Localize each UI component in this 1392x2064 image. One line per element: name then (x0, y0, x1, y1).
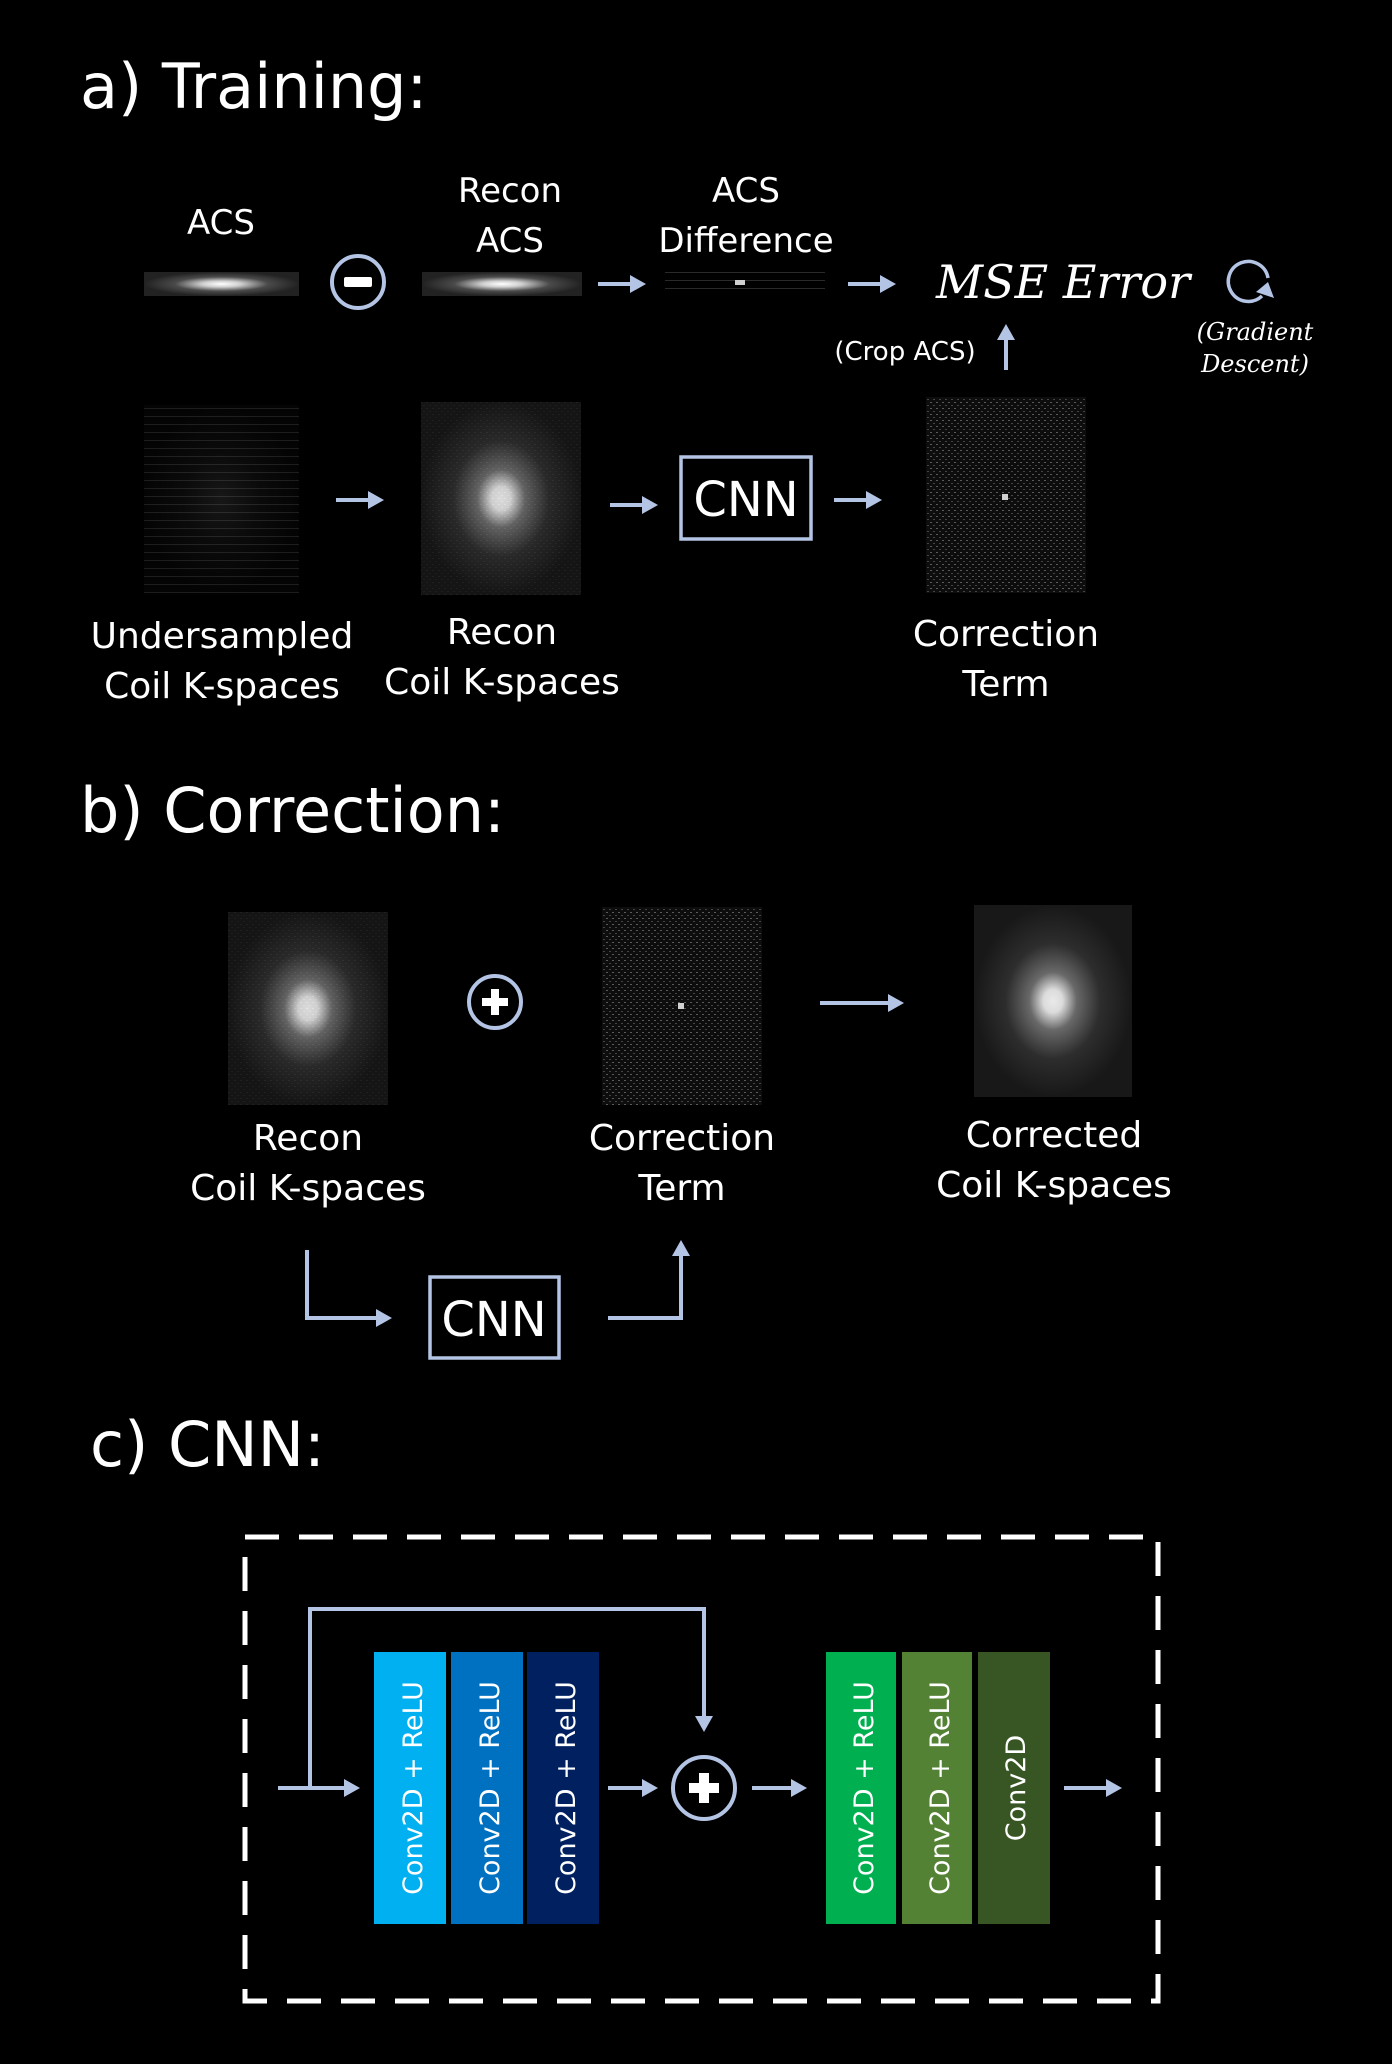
cnn-label: CNN (693, 472, 798, 528)
acs-difference-image (665, 270, 825, 296)
cnn-layer-label: Conv2D (1001, 1735, 1032, 1841)
correction-term-label-line1: Correction (913, 614, 1099, 655)
cnn-layer: Conv2D + ReLU (451, 1652, 523, 1924)
corrected-label-line1: Corrected (966, 1115, 1142, 1156)
acs-difference-label-line1: ACS (712, 171, 780, 211)
recon-kspace-image (421, 402, 581, 595)
correction-term-image (602, 907, 762, 1105)
cnn-layer-label: Conv2D + ReLU (475, 1681, 506, 1895)
crop-acs-label: (Crop ACS) (834, 337, 975, 367)
recon-label-line1: Recon (253, 1118, 363, 1159)
connector-arrow (305, 1250, 392, 1327)
arrow-icon (608, 1779, 658, 1797)
correction-term-label-line2: Term (637, 1168, 725, 1209)
plus-icon (467, 974, 523, 1030)
cnn-layer: Conv2D + ReLU (527, 1652, 599, 1924)
cnn-layer-label: Conv2D + ReLU (849, 1681, 880, 1895)
cnn-layer-label: Conv2D + ReLU (398, 1681, 429, 1895)
skip-connection-arrow (308, 1607, 713, 1788)
recon-label-line2: Coil K-spaces (384, 662, 620, 703)
correction-term-image (926, 397, 1086, 593)
corrected-kspace-image (974, 905, 1132, 1097)
cnn-dashed-frame (242, 1534, 1161, 2004)
acs-image (144, 272, 299, 296)
minus-icon (330, 254, 386, 310)
arrow-icon (752, 1779, 807, 1797)
correction-title: b) Correction: (80, 774, 505, 847)
recon-kspace-image (228, 912, 388, 1105)
corrected-label-line2: Coil K-spaces (936, 1165, 1172, 1206)
cnn-block: CNN (679, 455, 813, 541)
arrow-icon (278, 1779, 360, 1797)
refresh-icon (1226, 259, 1274, 304)
arrow-icon (1064, 1779, 1122, 1797)
cnn-layer: Conv2D (978, 1652, 1050, 1924)
cnn-layer: Conv2D + ReLU (826, 1652, 896, 1924)
acs-difference-label-line2: Difference (658, 221, 833, 261)
gradient-descent-line1: (Gradient (1197, 318, 1314, 346)
arrow-icon (820, 994, 904, 1012)
cnn-layer: Conv2D + ReLU (374, 1652, 446, 1924)
arrow-icon (834, 491, 882, 509)
arrow-up-icon (997, 324, 1015, 370)
arrow-icon (336, 491, 384, 509)
mse-error-label: MSE Error (935, 255, 1193, 309)
cnn-block: CNN (428, 1275, 561, 1360)
arrow-icon (610, 496, 658, 514)
recon-acs-label-line2: ACS (476, 221, 544, 261)
recon-acs-label-line1: Recon (458, 171, 562, 211)
undersampled-label-line1: Undersampled (91, 616, 354, 657)
cnn-layer-label: Conv2D + ReLU (551, 1681, 582, 1895)
arrow-icon (848, 275, 896, 293)
undersampled-kspace-image (144, 405, 299, 593)
cnn-layer: Conv2D + ReLU (902, 1652, 972, 1924)
undersampled-label-line2: Coil K-spaces (104, 666, 340, 707)
gradient-descent-line2: Descent) (1200, 350, 1309, 378)
cnn-title: c) CNN: (90, 1408, 325, 1481)
recon-label-line1: Recon (447, 612, 557, 653)
add-icon (671, 1755, 737, 1821)
correction-term-label-line1: Correction (589, 1118, 775, 1159)
acs-label: ACS (187, 203, 255, 243)
recon-label-line2: Coil K-spaces (190, 1168, 426, 1209)
correction-term-label-line2: Term (961, 664, 1049, 705)
cnn-label: CNN (441, 1292, 546, 1348)
recon-acs-image (422, 272, 582, 296)
arrow-icon (598, 275, 646, 293)
training-title: a) Training: (80, 50, 427, 123)
cnn-layer-label: Conv2D + ReLU (925, 1681, 956, 1895)
connector-arrow (608, 1240, 690, 1320)
